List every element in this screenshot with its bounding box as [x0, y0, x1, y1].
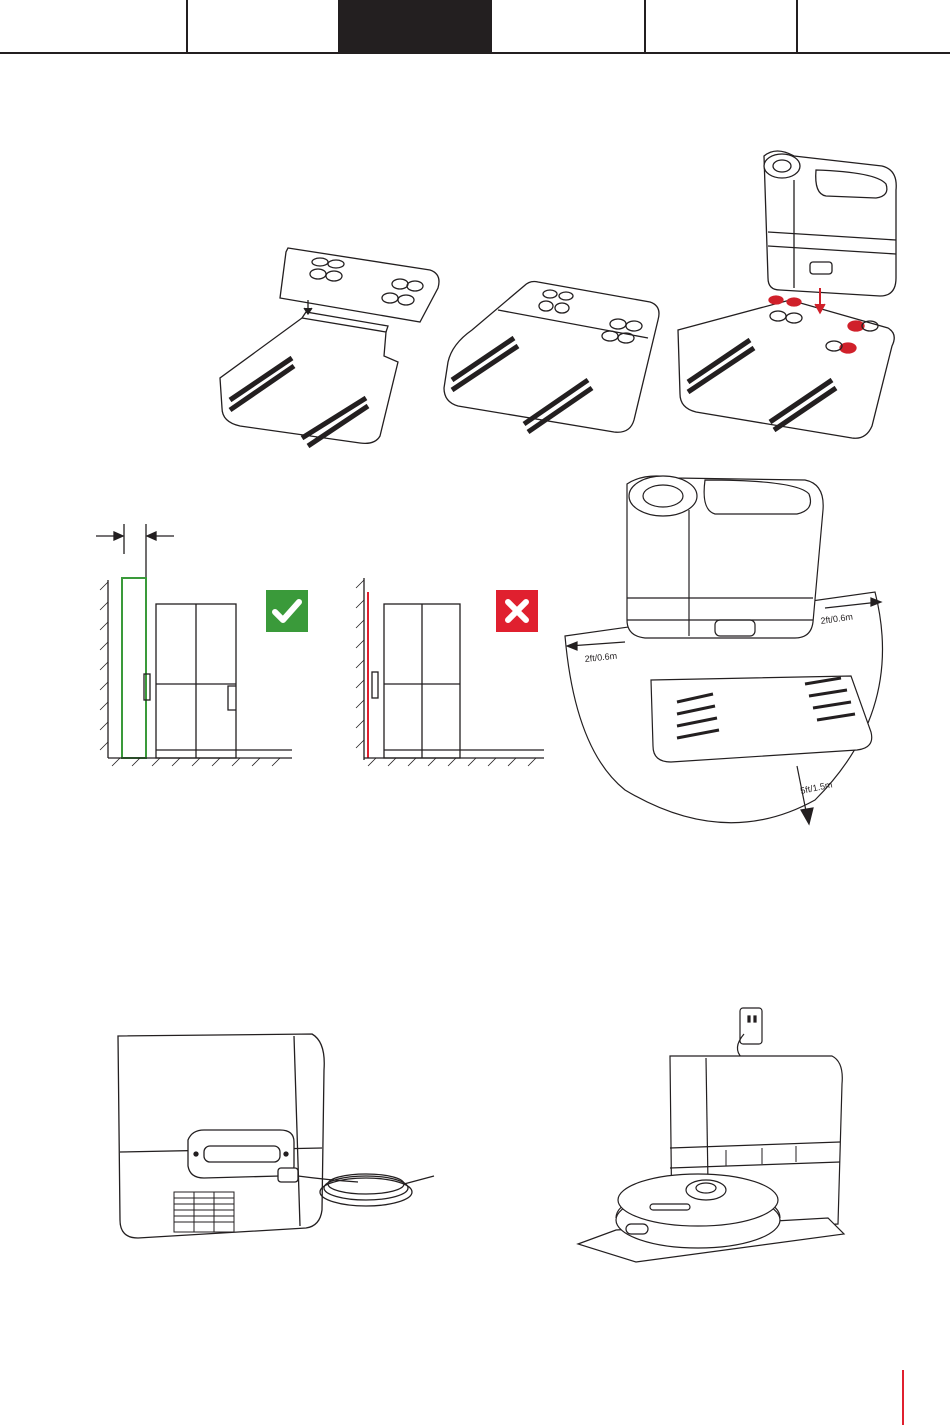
section-tab-bar: [0, 0, 950, 54]
ramp-assembly-step-3-with-station: [676, 150, 906, 440]
tab-5[interactable]: [646, 0, 798, 52]
check-icon: [266, 590, 308, 632]
page-edge-accent: [902, 1370, 904, 1425]
tab-3-active[interactable]: [340, 0, 492, 52]
ramp-assembly-step-1: [210, 240, 450, 455]
ramp-assembly-step-2: [438, 280, 668, 440]
tab-2[interactable]: [188, 0, 340, 52]
tab-6[interactable]: [798, 0, 950, 52]
placement-clearance-diagram: 2ft/0.6m 2ft/0.6m 5ft/1.5m: [565, 470, 905, 835]
robot-docked-on-station: [576, 1004, 846, 1269]
tab-4[interactable]: [493, 0, 646, 52]
tab-1[interactable]: [0, 0, 188, 52]
tab-bar-underline: [0, 52, 950, 54]
station-power-cord-rear: [108, 1030, 438, 1255]
wall-clearance-correct: [86, 520, 298, 770]
cross-icon: [496, 590, 538, 632]
